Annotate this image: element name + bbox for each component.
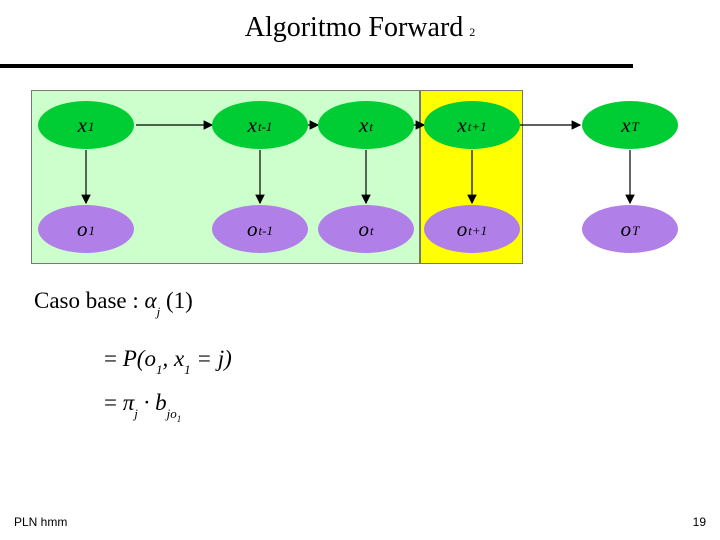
title-number: 2: [469, 25, 476, 39]
formula-label: Caso base :: [34, 288, 139, 313]
slide-title: Algoritmo Forward 2: [0, 12, 720, 44]
formula-line-2: = P(o1, x1 = j): [104, 346, 232, 377]
title-text: Algoritmo Forward: [244, 12, 464, 43]
formula-line-3: = πj · bjo1: [104, 390, 182, 424]
title-rule: [0, 64, 633, 68]
formula-line-1: Caso base : αj (1): [34, 288, 193, 319]
page-number: 19: [692, 515, 706, 529]
footer-label: PLN hmm: [14, 515, 68, 529]
